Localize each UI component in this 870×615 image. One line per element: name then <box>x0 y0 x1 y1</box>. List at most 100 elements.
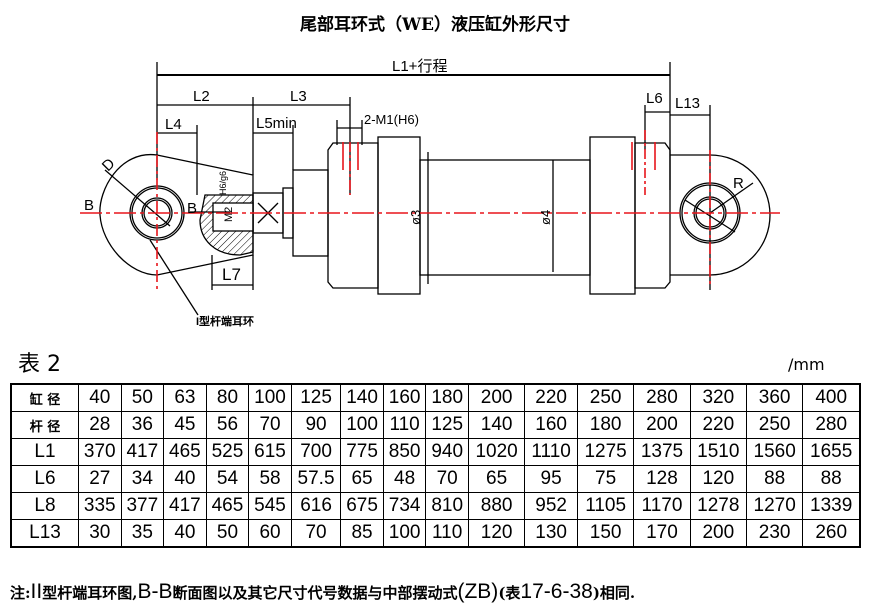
table-cell: 36 <box>120 411 165 439</box>
table-cell: 65 <box>340 465 384 493</box>
table-cell: 775 <box>340 438 384 466</box>
table-cell: 90 <box>290 411 342 439</box>
table-cell: 100 <box>340 411 384 439</box>
table-cell: 128 <box>633 465 691 493</box>
table-cell: 280 <box>802 411 861 439</box>
unit-label: /mm <box>788 355 825 374</box>
table-cell: 88 <box>745 465 804 493</box>
label-l4: L4 <box>165 116 182 133</box>
table-cell: 250 <box>576 383 635 412</box>
table-cell: 850 <box>382 438 427 466</box>
label-l2: L2 <box>193 88 210 105</box>
note-roman: II <box>30 580 43 603</box>
table-cell: 220 <box>524 383 578 412</box>
table-cell: 1510 <box>689 438 747 466</box>
note-part1: 型杆端耳环图, <box>42 584 138 602</box>
table-cell: 1105 <box>576 492 635 520</box>
table-cell: 525 <box>205 438 250 466</box>
table-cell: 377 <box>120 492 165 520</box>
table-cell: 125 <box>425 411 469 439</box>
table-cell: 125 <box>290 383 342 412</box>
table-cell: 30 <box>78 519 122 548</box>
table-cell: 734 <box>382 492 427 520</box>
table-cell: 810 <box>425 492 469 520</box>
table-cell: 335 <box>78 492 122 520</box>
label-d4: ø4 <box>538 210 553 225</box>
row-label: 缸 径 <box>10 383 79 412</box>
table-cell: 616 <box>290 492 342 520</box>
label-fit: H6/g6 <box>218 171 228 195</box>
row-label: L6 <box>10 465 79 493</box>
table-cell: 56 <box>205 411 250 439</box>
rod-end-eye <box>99 154 254 316</box>
table-cell: 675 <box>340 492 384 520</box>
cylinder-drawing: L1+行程 L2 L3 L4 L5min 2-M1(H6) L6 L13 L7 … <box>80 58 780 328</box>
table-cell: 34 <box>120 465 165 493</box>
table-cell: 1275 <box>576 438 635 466</box>
table-cell: 58 <box>248 465 292 493</box>
table-cell: 80 <box>205 383 250 412</box>
table-cell: 40 <box>78 383 122 412</box>
table-cell: 465 <box>163 438 207 466</box>
row-label: L8 <box>10 492 79 520</box>
note-part2: 断面图以及其它尺寸代号数据与中部摆动式 <box>172 584 458 602</box>
table-cell: 70 <box>425 465 469 493</box>
footnote: 注:II型杆端耳环图,B-B断面图以及其它尺寸代号数据与中部摆动式(ZB)(表1… <box>10 580 635 604</box>
table-cell: 170 <box>633 519 691 548</box>
table-cell: 200 <box>633 411 691 439</box>
table-cell: 417 <box>163 492 207 520</box>
table-cell: 27 <box>78 465 122 493</box>
table-cell: 140 <box>340 383 384 412</box>
table-cell: 70 <box>290 519 342 548</box>
table-cell: 140 <box>467 411 526 439</box>
table-cell: 400 <box>802 383 861 412</box>
table-cell: 70 <box>248 411 292 439</box>
table-cell: 200 <box>467 383 526 412</box>
table-cell: 880 <box>467 492 526 520</box>
table-cell: 545 <box>248 492 292 520</box>
label-d3: ø3 <box>408 210 423 225</box>
label-b-left: B <box>84 197 94 214</box>
label-l3: L3 <box>290 88 307 105</box>
table-cell: 700 <box>290 438 342 466</box>
table-cell: 160 <box>524 411 578 439</box>
table-cell: 95 <box>524 465 578 493</box>
label-l6: L6 <box>646 90 663 107</box>
note-section: B-B <box>137 580 173 603</box>
table-cell: 1560 <box>745 438 804 466</box>
note-ref: 17-6-38 <box>520 580 593 603</box>
table-cell: 180 <box>425 383 469 412</box>
table-cell: 40 <box>163 519 207 548</box>
note-code: (ZB) <box>457 580 499 603</box>
label-l13: L13 <box>675 95 700 112</box>
table-cell: 75 <box>576 465 635 493</box>
table-caption: 表 2 <box>18 352 61 377</box>
label-m2: M2 <box>223 207 235 222</box>
label-l5: L5min <box>256 115 297 132</box>
drawing-title: 尾部耳环式（WE）液压缸外形尺寸 <box>299 15 571 35</box>
table-cell: 60 <box>248 519 292 548</box>
table-cell: 57.5 <box>290 465 342 493</box>
table-cell: 465 <box>205 492 250 520</box>
table-cell: 48 <box>382 465 427 493</box>
table-cell: 54 <box>205 465 250 493</box>
table-cell: 1110 <box>524 438 578 466</box>
table-cell: 180 <box>576 411 635 439</box>
table-cell: 260 <box>802 519 861 548</box>
table-cell: 952 <box>524 492 578 520</box>
table-cell: 417 <box>120 438 165 466</box>
table-cell: 120 <box>689 465 747 493</box>
table-cell: 280 <box>633 383 691 412</box>
table-cell: 940 <box>425 438 469 466</box>
label-b-right: B <box>187 200 197 217</box>
note-part3: )相同. <box>592 584 636 602</box>
table-cell: 130 <box>524 519 578 548</box>
table-cell: 65 <box>467 465 526 493</box>
table-cell: 1270 <box>745 492 804 520</box>
centerlines <box>80 130 780 292</box>
